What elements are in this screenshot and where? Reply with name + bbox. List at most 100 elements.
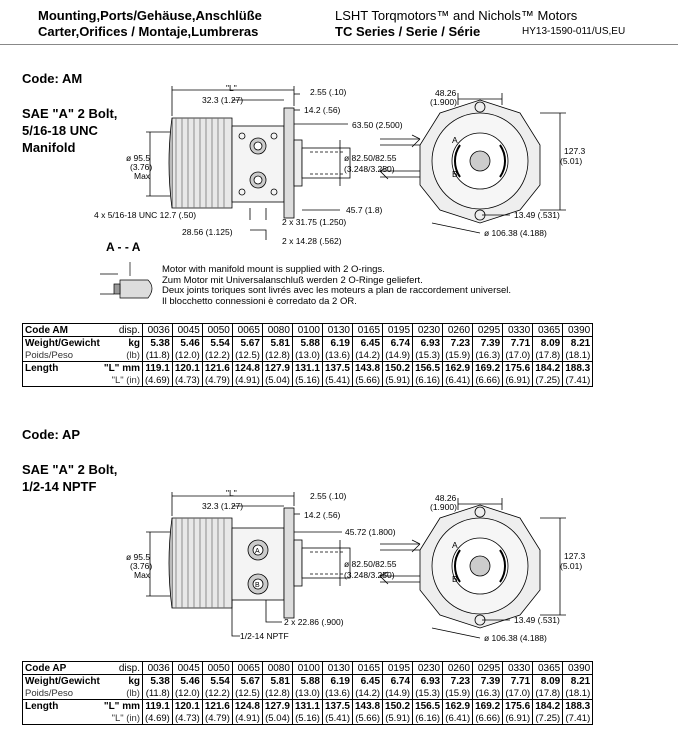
- cell: 120.1: [171, 361, 203, 374]
- cell: (5.16): [291, 712, 323, 725]
- col-header: 0330: [502, 661, 534, 675]
- col-header: 0295: [472, 323, 504, 337]
- cell: 127.9: [261, 361, 293, 374]
- col-header: 0050: [201, 323, 233, 337]
- table-row-weight-kg: Weight/Gewicht kg 5.38 5.46 5.54 5.67 5.…: [21, 674, 594, 687]
- cell: (7.25): [532, 712, 564, 725]
- col-header: 0165: [351, 661, 384, 675]
- table-code-label: Code AP: [21, 661, 102, 675]
- ap-dim-d6: ø 82.50/82.55: [344, 559, 397, 569]
- header-left-line1: Mounting,Ports/Gehäuse,Anschlüße: [38, 8, 262, 23]
- col-header: 0390: [562, 661, 594, 675]
- am-dim-d5c: Max: [134, 171, 151, 181]
- cell: (4.91): [231, 374, 263, 387]
- am-front-view-drawing: 48.26 (1.900) 127.3 (5.01) 13.49 (.531) …: [380, 88, 586, 238]
- o-ring-notes: Motor with manifold mount is supplied wi…: [162, 264, 512, 307]
- am-dim-d6: ø 82.50/82.55: [344, 153, 397, 163]
- cell: 188.3: [562, 361, 594, 374]
- ap-front-r2b: (5.01): [560, 561, 582, 571]
- ap-port-b: B: [452, 574, 458, 584]
- length-label: Length: [21, 361, 102, 374]
- col-header: 0080: [261, 323, 293, 337]
- cell: (6.91): [502, 374, 534, 387]
- cell: (15.9): [442, 687, 474, 700]
- cell: 162.9: [442, 699, 474, 712]
- ap-dim-d2: 32.3 (1.27): [202, 501, 243, 511]
- cell: 7.71: [502, 336, 534, 349]
- cell: 7.71: [502, 674, 534, 687]
- cell: 127.9: [261, 699, 293, 712]
- col-header: 0295: [472, 661, 504, 675]
- cell: (5.41): [321, 712, 354, 725]
- table-disp-label: disp.: [101, 323, 143, 337]
- ap-dim-d5b: (3.76): [130, 561, 152, 571]
- length-sub-unit: "L" (in): [101, 712, 143, 725]
- cell: 5.88: [291, 674, 323, 687]
- cell: (5.41): [321, 374, 354, 387]
- col-header: 0036: [141, 323, 173, 337]
- length-unit: "L" mm: [101, 361, 143, 374]
- cell: 188.3: [562, 699, 594, 712]
- cell: (13.0): [291, 349, 323, 362]
- am-front-r2: 127.3: [564, 146, 586, 156]
- cell: (12.8): [261, 687, 293, 700]
- cell: 5.38: [141, 674, 173, 687]
- col-header: 0100: [291, 323, 323, 337]
- table-code-label: Code AM: [21, 323, 102, 337]
- weight-sub-label: Poids/Peso: [21, 349, 102, 362]
- table-disp-label: disp.: [101, 661, 143, 675]
- col-header: 0390: [562, 323, 594, 337]
- cell: (12.2): [201, 687, 233, 700]
- cell: 156.5: [412, 699, 444, 712]
- note-line-fr: Deux joints toriques sont livrés avec le…: [162, 285, 512, 296]
- am-front-r4: ø 106.38 (4.188): [484, 228, 547, 238]
- cell: 156.5: [412, 361, 444, 374]
- col-header: 0230: [412, 661, 444, 675]
- col-header: 0036: [141, 661, 173, 675]
- cell: (5.04): [261, 712, 293, 725]
- section-am-title-line1: SAE "A" 2 Bolt,: [22, 106, 118, 121]
- cell: (15.3): [412, 349, 444, 362]
- cell: (16.3): [472, 349, 504, 362]
- cell: 120.1: [171, 699, 203, 712]
- cell: 5.67: [231, 674, 263, 687]
- cell: 6.19: [321, 674, 354, 687]
- spec-table-ap: Code AP disp. 0036 0045 0050 0065 0080 0…: [21, 661, 594, 725]
- cell: (7.25): [532, 374, 564, 387]
- cell: 131.1: [291, 699, 323, 712]
- length-sub-label: [21, 374, 102, 387]
- cell: (6.41): [442, 374, 474, 387]
- note-line-de: Zum Motor mit Universalanschluß werden 2…: [162, 274, 423, 286]
- length-sub-label: [21, 712, 102, 725]
- cell: 7.39: [472, 336, 504, 349]
- section-am-title-line2: 5/16-18 UNC: [22, 123, 98, 138]
- cell: 6.93: [412, 336, 444, 349]
- cell: 121.6: [201, 699, 233, 712]
- cell: (15.9): [442, 349, 474, 362]
- am-dim-L: "L": [226, 83, 237, 93]
- col-header: 0045: [171, 323, 203, 337]
- cell: (14.2): [351, 687, 384, 700]
- header-rule: [0, 44, 678, 45]
- col-header: 0230: [412, 323, 444, 337]
- am-dim-d1: 2.55 (.10): [310, 87, 347, 97]
- cell: 169.2: [472, 361, 504, 374]
- ap-dim-d4: 45.72 (1.800): [345, 527, 396, 537]
- cell: (17.0): [502, 349, 534, 362]
- cell: (4.73): [171, 712, 203, 725]
- cell: 124.8: [231, 361, 263, 374]
- am-dim-d8: 4 x 5/16-18 UNC 12.7 (.50): [94, 210, 196, 220]
- weight-label: Weight/Gewicht: [21, 674, 102, 687]
- cell: (12.5): [231, 687, 263, 700]
- col-header: 0065: [231, 661, 263, 675]
- cell: 150.2: [382, 361, 414, 374]
- section-ap-title-line1: SAE "A" 2 Bolt,: [22, 462, 118, 477]
- cell: (17.8): [532, 349, 564, 362]
- am-dim-d10: 28.56 (1.125): [182, 227, 233, 237]
- weight-label: Weight/Gewicht: [21, 336, 102, 349]
- col-header: 0045: [171, 661, 203, 675]
- am-front-r1: 48.26: [435, 88, 457, 98]
- col-header: 0165: [351, 323, 384, 337]
- cell: 5.67: [231, 336, 263, 349]
- weight-sub-unit: (lb): [101, 687, 143, 700]
